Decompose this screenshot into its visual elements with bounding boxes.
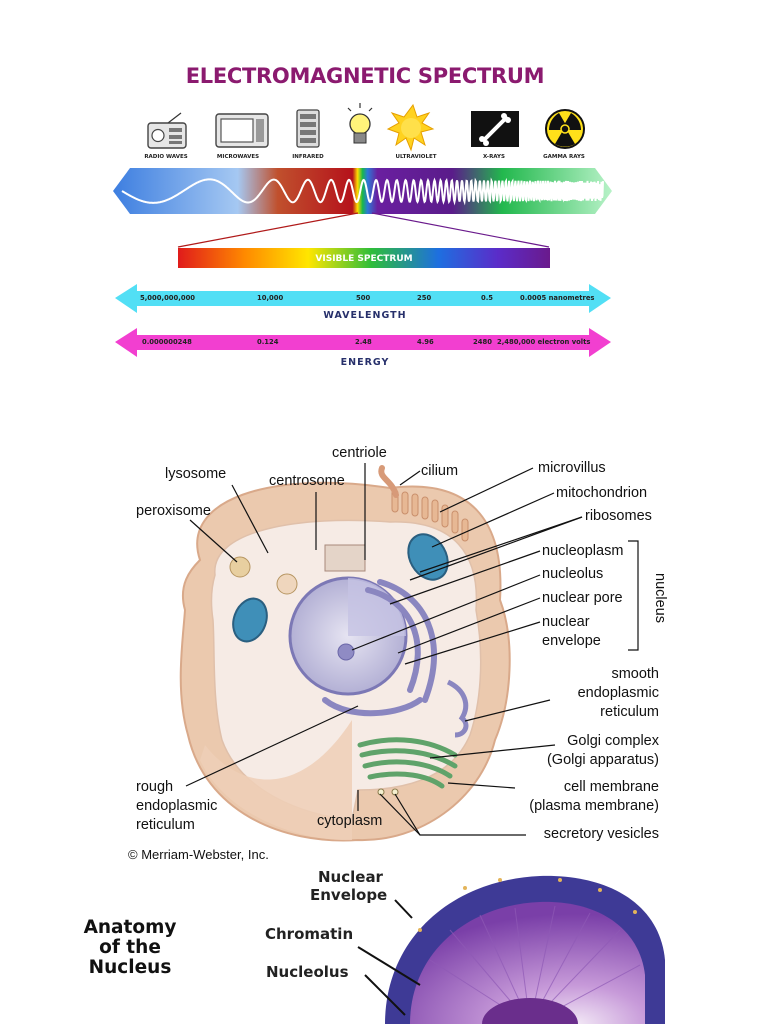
rough-er-shape bbox=[322, 579, 437, 717]
wavelength-value: 0.0005 nanometres bbox=[520, 294, 595, 302]
label-rough-er-2: endoplasmic bbox=[136, 798, 218, 814]
mitochondrion-shape bbox=[407, 533, 449, 581]
em-spectrum-title: ELECTROMAGNETIC SPECTRUM bbox=[185, 64, 545, 88]
label-nuclear-envelope-big-2: Envelope bbox=[310, 886, 388, 904]
light-bulb-icon bbox=[347, 103, 373, 144]
wavelength-arrow bbox=[115, 284, 611, 313]
label-mitochondrion: mitochondrion bbox=[556, 485, 648, 501]
leader-lines bbox=[185, 463, 639, 836]
source-label-infrared: INFRARED bbox=[292, 154, 324, 160]
label-secretory-vesicles: secretory vesicles bbox=[543, 826, 659, 842]
lysosome-shape bbox=[276, 573, 298, 595]
label-rough-er-3: reticulum bbox=[136, 817, 195, 833]
bone-xray-icon bbox=[471, 111, 519, 147]
energy-arrow bbox=[115, 328, 611, 357]
energy-value: 4.96 bbox=[417, 338, 434, 346]
credit-text: © Merriam-Webster, Inc. bbox=[128, 847, 269, 862]
energy-value: 2.48 bbox=[355, 338, 372, 346]
em-source-icons bbox=[147, 103, 585, 152]
anatomy-title-line: Nucleus bbox=[88, 957, 172, 978]
energy-value: 0.124 bbox=[257, 338, 279, 346]
radio-icon bbox=[147, 112, 187, 149]
source-label-radio: RADIO WAVES bbox=[144, 154, 188, 160]
label-cell-membrane-2: (plasma membrane) bbox=[529, 798, 659, 814]
label-cytoplasm: cytoplasm bbox=[317, 813, 383, 829]
label-smooth-er-3: reticulum bbox=[600, 704, 659, 720]
wavelength-title: WAVELENGTH bbox=[323, 310, 407, 321]
cell-illustration bbox=[179, 463, 639, 842]
label-centriole: centriole bbox=[332, 445, 387, 461]
label-nucleus: nucleus bbox=[652, 573, 668, 623]
label-cilium: cilium bbox=[421, 463, 459, 479]
radiation-icon bbox=[545, 109, 585, 149]
visible-spectrum-label: VISIBLE SPECTRUM bbox=[315, 254, 413, 264]
energy-value: 0.000000248 bbox=[142, 338, 192, 346]
em-spectrum-band bbox=[113, 168, 612, 268]
mitochondrion-shape bbox=[232, 597, 268, 643]
label-nuclear-pore: nuclear pore bbox=[542, 590, 623, 606]
sun-icon bbox=[386, 103, 435, 152]
scale-arrows bbox=[115, 284, 611, 357]
label-rough-er: rough bbox=[136, 779, 174, 795]
energy-value: 2480 bbox=[473, 338, 492, 346]
source-label-gamma: GAMMA RAYS bbox=[543, 154, 585, 160]
wavelength-value: 250 bbox=[417, 294, 432, 302]
label-lysosome: lysosome bbox=[165, 466, 227, 482]
wavelength-value: 10,000 bbox=[257, 294, 284, 302]
toaster-icon bbox=[296, 109, 320, 148]
wavelength-value: 0.5 bbox=[481, 294, 494, 302]
centrosome-shape bbox=[324, 544, 366, 572]
anatomy-title-line: of the bbox=[99, 937, 161, 958]
label-smooth-er: smooth bbox=[611, 666, 659, 682]
label-nucleolus-big: Nucleolus bbox=[266, 963, 349, 981]
energy-value: 2,480,000 electron volts bbox=[497, 338, 591, 346]
nucleolus-shape bbox=[337, 643, 355, 661]
microwave-oven-icon bbox=[215, 113, 269, 148]
anatomy-title-line: Anatomy bbox=[83, 917, 177, 938]
wavelength-value: 5,000,000,000 bbox=[140, 294, 196, 302]
microvilli bbox=[391, 489, 469, 542]
label-nuclear-envelope-2: envelope bbox=[542, 633, 601, 649]
label-nuclear-envelope: nuclear bbox=[542, 614, 590, 630]
label-cell-membrane: cell membrane bbox=[563, 779, 659, 795]
source-label-xrays: X-RAYS bbox=[483, 154, 505, 160]
label-peroxisome: peroxisome bbox=[136, 503, 211, 519]
golgi-shape bbox=[357, 737, 458, 789]
label-nuclear-envelope-big: Nuclear bbox=[318, 868, 383, 886]
wave-line bbox=[121, 177, 604, 206]
nucleus-bracket-text: nucleus bbox=[652, 573, 668, 623]
source-label-ultraviolet: ULTRAVIOLET bbox=[395, 154, 437, 160]
smooth-er-shape bbox=[446, 679, 469, 738]
anatomy-title: Anatomy of the Nucleus bbox=[70, 918, 190, 978]
label-golgi: Golgi complex bbox=[567, 733, 659, 749]
label-centrosome: centrosome bbox=[269, 473, 345, 489]
energy-title: ENERGY bbox=[340, 357, 390, 368]
label-nucleoplasm: nucleoplasm bbox=[542, 543, 624, 559]
peroxisome-shape bbox=[229, 556, 251, 578]
label-nucleolus: nucleolus bbox=[542, 566, 604, 582]
label-ribosomes: ribosomes bbox=[585, 508, 652, 524]
visible-spectrum-bar bbox=[178, 248, 550, 268]
cilium-shape bbox=[378, 465, 399, 498]
label-smooth-er-2: endoplasmic bbox=[577, 685, 659, 701]
wavelength-value: 500 bbox=[356, 294, 371, 302]
label-chromatin: Chromatin bbox=[265, 925, 354, 943]
label-golgi-2: (Golgi apparatus) bbox=[546, 752, 659, 768]
source-label-microwaves: MICROWAVES bbox=[216, 154, 260, 160]
label-microvillus: microvillus bbox=[538, 460, 606, 476]
